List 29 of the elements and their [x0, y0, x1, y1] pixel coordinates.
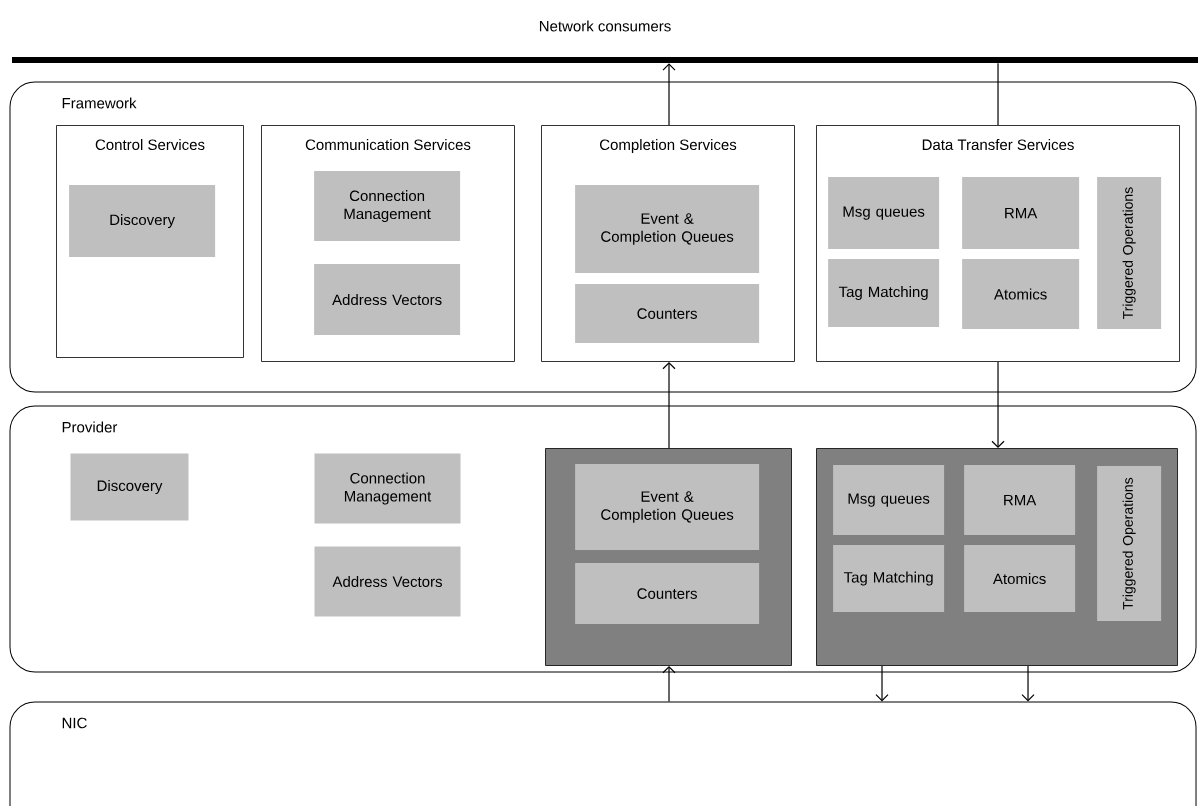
component-box: Event & Completion Queues [575, 185, 760, 274]
layer-band: NIC [9, 701, 1197, 806]
component-box: Triggered Operations [1097, 466, 1162, 622]
component-box: Triggered Operations [1097, 177, 1162, 330]
component-box: Discovery [70, 453, 189, 521]
bus-bar: Network consumers [12, 20, 1198, 63]
arrow [875, 665, 889, 702]
component-box: Tag Matching [828, 259, 940, 328]
component-box: Discovery [69, 185, 216, 258]
component-box: Atomics [962, 259, 1080, 330]
component-box: Counters [575, 563, 760, 625]
component-box: Connection Management [314, 171, 461, 242]
component-box: Msg queues [828, 177, 940, 250]
component-box: Tag Matching [833, 545, 945, 613]
arrow [991, 361, 1005, 449]
component-box: Connection Management [314, 453, 461, 524]
component-box: RMA [962, 177, 1080, 250]
arrow [662, 361, 676, 449]
component-box: Msg queues [833, 465, 945, 536]
component-box: Address Vectors [314, 264, 461, 336]
node-label: Network consumers [539, 20, 671, 32]
arrow [662, 63, 676, 126]
arrow [662, 665, 676, 703]
component-box: Atomics [964, 545, 1076, 613]
component-box: Event & Completion Queues [575, 464, 760, 551]
arrow [1021, 665, 1035, 702]
component-box: Address Vectors [314, 546, 461, 617]
component-box: RMA [964, 465, 1076, 536]
component-box: Counters [575, 284, 760, 344]
